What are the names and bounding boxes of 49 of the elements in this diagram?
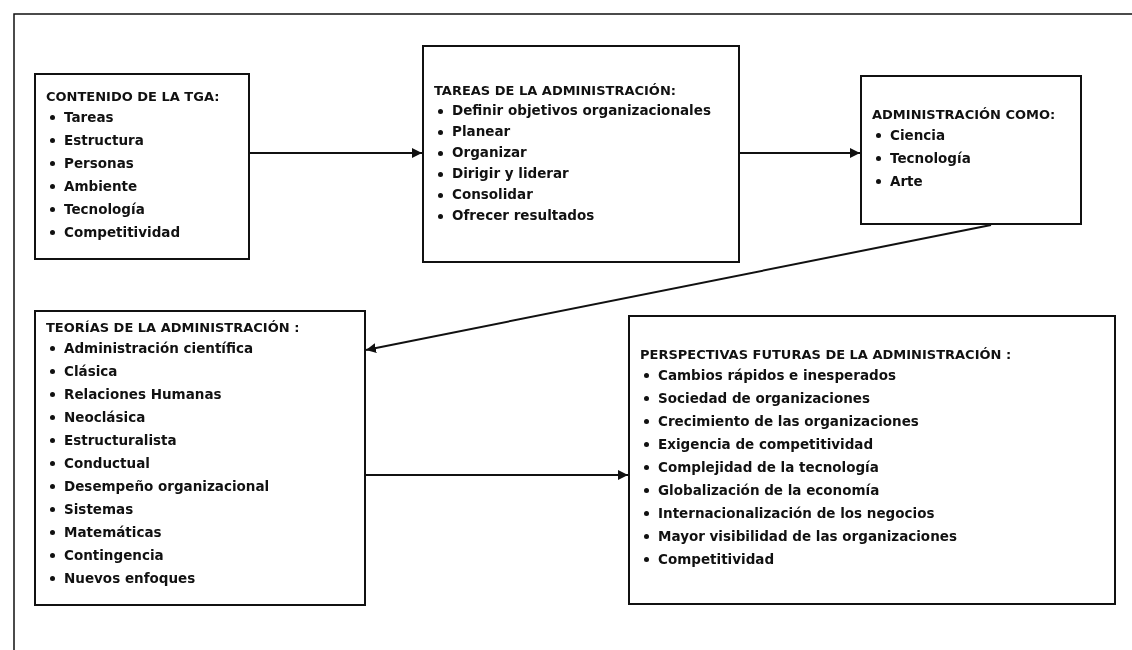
list-item: Crecimiento de las organizaciones [640, 410, 1104, 433]
list-item: Arte [872, 170, 1070, 193]
list-item: Sociedad de organizaciones [640, 387, 1104, 410]
list-box [860, 75, 1082, 225]
list-item: Definir objetivos organizacionales [434, 99, 728, 121]
list-item: Tecnología [872, 147, 1070, 170]
list-item: Estructuralista [46, 429, 354, 452]
list-item: Relaciones Humanas [46, 383, 354, 406]
list-item: Ciencia [872, 124, 1070, 147]
list-item: Internacionalización de los negocios [640, 502, 1104, 525]
list-item: Dirigir y liderar [434, 162, 728, 184]
list-item: Contingencia [46, 544, 354, 567]
list-item: Exigencia de competitividad [640, 433, 1104, 456]
list-item: Mayor visibilidad de las organizaciones [640, 525, 1104, 548]
arrow [365, 224, 992, 353]
list-item: Consolidar [434, 183, 728, 205]
list-box [34, 73, 250, 260]
list-item: Ofrecer resultados [434, 204, 728, 226]
list-box [34, 310, 366, 606]
list-item: Planear [434, 120, 728, 142]
list-item: Tareas [46, 106, 238, 129]
box-heading: CONTENIDO DE LA TGA: [46, 89, 221, 104]
list-item: Neoclásica [46, 406, 354, 429]
list-item: Tecnología [46, 198, 238, 221]
arrow [365, 470, 629, 480]
list-item: Administración científica [46, 337, 354, 360]
list-item: Sistemas [46, 498, 354, 521]
list-item: Complejidad de la tecnología [640, 456, 1104, 479]
list-item: Personas [46, 152, 238, 175]
box-heading: TEORÍAS DE LA ADMINISTRACIÓN : [46, 320, 301, 335]
box-heading: ADMINISTRACIÓN COMO: [872, 107, 1057, 122]
list-item: Cambios rápidos e inesperados [640, 364, 1104, 387]
list-item: Estructura [46, 129, 238, 152]
arrow [249, 148, 423, 158]
list-item: Competitividad [640, 548, 1104, 571]
list-item: Nuevos enfoques [46, 567, 354, 590]
box-heading: TAREAS DE LA ADMINISTRACIÓN: [434, 82, 677, 98]
list-box [628, 315, 1116, 605]
box-heading: PERSPECTIVAS FUTURAS DE LA ADMINISTRACIÓN : [640, 347, 1013, 362]
list-item: Ambiente [46, 175, 238, 198]
list-item: Competitividad [46, 221, 238, 244]
list-item: Matemáticas [46, 521, 354, 544]
list-item: Conductual [46, 452, 354, 475]
list-item: Desempeño organizacional [46, 475, 354, 498]
list-item: Organizar [434, 141, 728, 163]
list-item: Clásica [46, 360, 354, 383]
list-item: Globalización de la economía [640, 479, 1104, 502]
list-box [422, 45, 740, 263]
arrow [739, 148, 861, 158]
